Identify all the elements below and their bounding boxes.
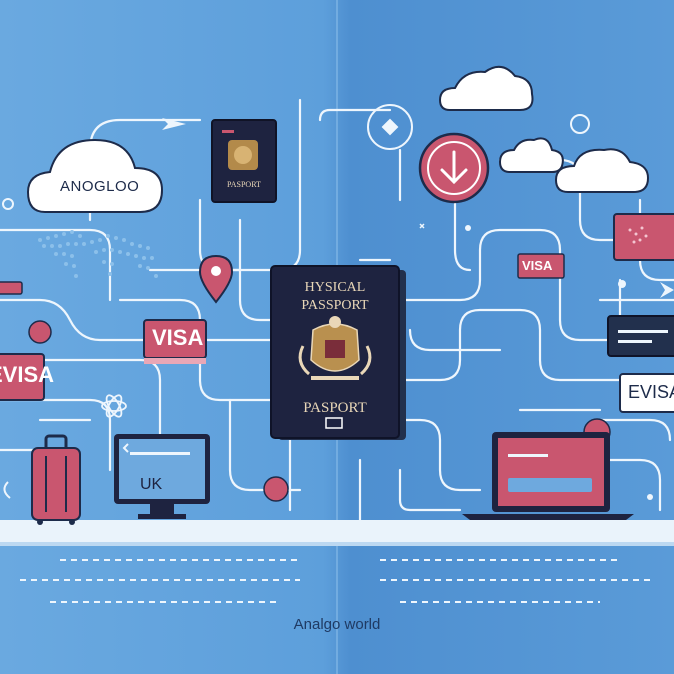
laptop	[462, 432, 634, 520]
ground-shadow	[0, 542, 674, 546]
passport-crest	[298, 316, 372, 380]
evisa-right-label: EVISA	[628, 382, 674, 402]
monitor-label: UK	[140, 476, 163, 493]
sparkle-icons	[2, 114, 653, 500]
dashed-lines	[20, 559, 650, 603]
small-passport-label: PASPORT	[227, 180, 261, 189]
cross-icon	[419, 223, 425, 229]
cloud-top-right	[438, 65, 650, 193]
location-pin-icon	[198, 254, 234, 304]
evisa-edge-label: EVISA	[0, 362, 55, 387]
cloud-left	[26, 138, 164, 213]
visa-card-top-right	[613, 213, 674, 261]
visa-left-label: VISA	[152, 325, 204, 350]
caption: Analgo world	[293, 616, 381, 633]
small-passport	[211, 119, 277, 203]
passport-line1: HYSICAL	[304, 280, 366, 295]
evisa-tag-right	[619, 373, 674, 413]
visa-right-label: VISA	[522, 258, 553, 273]
target-icon	[367, 104, 413, 150]
passport-line2: PASSPORT	[301, 298, 369, 313]
suitcase-icon	[31, 434, 81, 525]
main-passport	[270, 265, 406, 440]
passport-bottom-label: PASPORT	[303, 400, 367, 416]
atom-icon	[101, 394, 127, 418]
visa-tag-right	[517, 253, 565, 279]
arrow-icons	[162, 118, 674, 298]
network-lines	[0, 98, 674, 522]
arrow-tag-left	[0, 281, 23, 295]
visa-tag-left	[143, 319, 207, 364]
download-icon	[418, 132, 490, 204]
world-map-dots	[38, 230, 158, 278]
cloud-label: ANOGLOO	[60, 178, 140, 195]
visa-tag-edge	[0, 353, 45, 401]
monitor	[114, 434, 210, 519]
partial-circle-icon	[3, 481, 11, 499]
ground-strip	[0, 520, 674, 542]
dark-card	[607, 315, 674, 357]
